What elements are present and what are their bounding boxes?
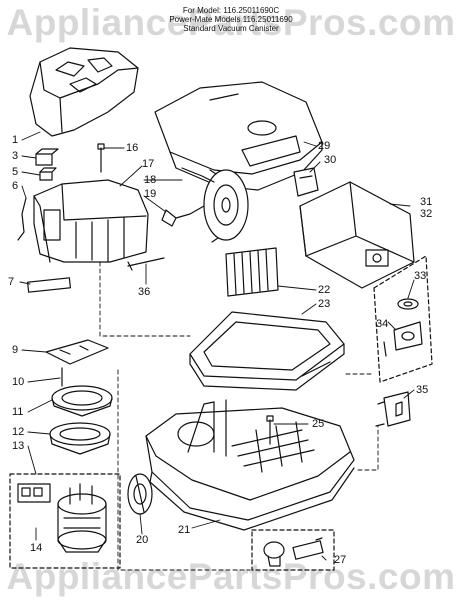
- part-5-switch-button: [39, 167, 57, 181]
- watermark-bottom: AppliancePartsPros.com: [6, 556, 456, 597]
- part-16-screw: [97, 143, 105, 173]
- part-7-filter: [26, 277, 72, 293]
- part-14-motor: [57, 483, 107, 553]
- callout-21: 21: [178, 524, 191, 536]
- part-33-34-bag-holder-box: [373, 255, 433, 383]
- assembly-guide-lines: [99, 261, 379, 571]
- callout-20: 20: [136, 534, 149, 546]
- callout-12: 12: [12, 426, 25, 438]
- callout-36: 36: [138, 286, 151, 298]
- part-27-caster-box: [251, 529, 335, 571]
- callout-23: 23: [318, 298, 331, 310]
- part-13-motor-box: [9, 473, 121, 569]
- callout-18: 18: [144, 174, 157, 186]
- watermark: AppliancePartsPros.com: [6, 2, 456, 43]
- callout-22: 22: [318, 284, 331, 296]
- part-17-housing: [33, 179, 149, 263]
- part-6-wire: [17, 197, 27, 241]
- model-description: Standard Vacuum Canister: [183, 24, 279, 33]
- callout-6: 6: [12, 180, 19, 192]
- model-title: For Model: 116.25011690C: [182, 6, 280, 15]
- part-9-plate: [45, 339, 109, 365]
- part-25-screw: [266, 415, 274, 445]
- model-subtitle: Power-Mate Models 116.25011690: [169, 15, 293, 24]
- part-11-ring: [51, 385, 113, 417]
- callout-9: 9: [12, 344, 19, 356]
- part-1-handle-cover: [29, 47, 139, 137]
- callout-13: 13: [12, 440, 25, 452]
- callout-1: 1: [12, 134, 19, 146]
- callout-3: 3: [12, 150, 19, 162]
- callout-35: 35: [416, 384, 429, 396]
- leader-lines: [19, 131, 415, 561]
- part-19-plug: [161, 205, 205, 227]
- part-31-dust-bag: [299, 181, 415, 289]
- callout-11: 11: [12, 406, 24, 418]
- callout-29: 29: [318, 140, 331, 152]
- callout-33: 33: [414, 270, 427, 282]
- callout-25: 25: [312, 418, 325, 430]
- callout-34: 34: [376, 318, 389, 330]
- callout-5: 5: [12, 166, 19, 178]
- part-30-latch: [293, 167, 319, 197]
- callout-16: 16: [126, 142, 139, 154]
- callout-14: 14: [30, 542, 43, 554]
- callout-27: 27: [334, 554, 347, 566]
- part-21-base: [145, 399, 355, 531]
- callout-30: 30: [324, 154, 337, 166]
- part-22-grille: [225, 247, 279, 297]
- part-20-wheel: [127, 473, 153, 515]
- callout-17: 17: [142, 158, 155, 170]
- part-36-axle: [127, 257, 165, 271]
- callout-32: 32: [420, 208, 433, 220]
- callout-7: 7: [8, 276, 15, 288]
- part-18-cord-reel: [181, 167, 249, 243]
- part-23-gasket: [189, 311, 345, 391]
- part-29-top-cover: [154, 81, 323, 191]
- callout-10: 10: [12, 376, 25, 388]
- part-12-seal: [49, 422, 111, 455]
- part-35-bracket: [375, 391, 411, 427]
- part-3-switch: [35, 148, 59, 166]
- callout-31: 31: [420, 196, 433, 208]
- callout-19: 19: [144, 188, 157, 200]
